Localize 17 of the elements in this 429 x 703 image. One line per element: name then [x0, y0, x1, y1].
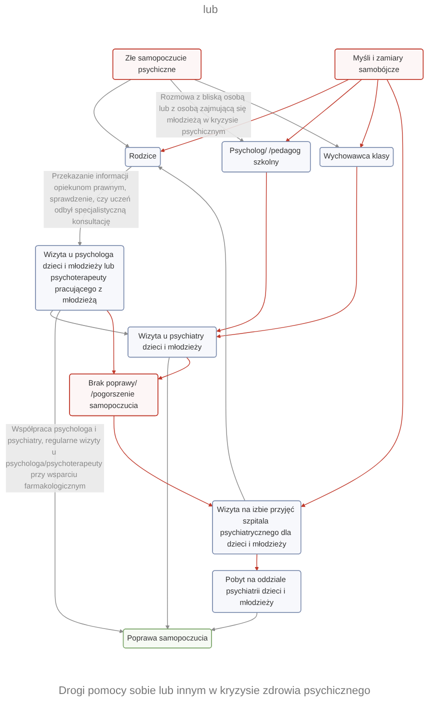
arrow	[360, 79, 378, 148]
arrow	[50, 310, 128, 336]
arrow	[211, 612, 258, 632]
arrow	[286, 79, 362, 142]
note-text: lub	[203, 4, 218, 16]
arrow	[94, 79, 132, 148]
arrow	[158, 166, 246, 502]
arrow	[158, 357, 190, 380]
arrow	[54, 310, 124, 634]
arrow	[106, 310, 116, 374]
arrow	[216, 166, 358, 338]
arrow	[165, 357, 170, 630]
arrow	[216, 172, 267, 332]
arrow	[254, 554, 259, 571]
caption: Drogi pomocy sobie lub innym w kryzysie zdrowia psychicznego	[58, 685, 370, 697]
arrow	[300, 79, 404, 507]
arrow	[114, 416, 213, 506]
